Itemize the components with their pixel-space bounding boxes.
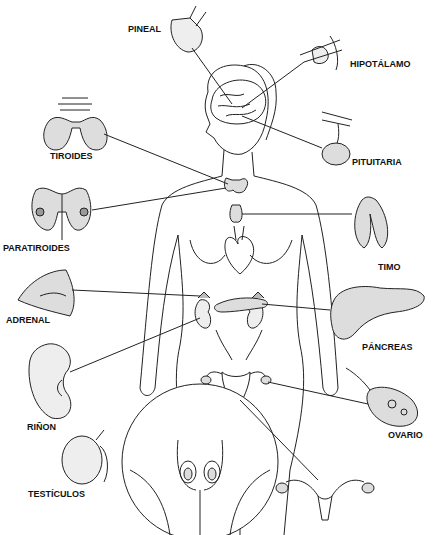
- organ-label: RIÑON: [27, 423, 56, 433]
- organ-label: OVARIO: [388, 431, 423, 441]
- organ-label: PÁNCREAS: [362, 343, 413, 353]
- organ-label: TIMO: [378, 263, 401, 273]
- organ-label: PARATIROIDES: [3, 244, 70, 254]
- organ-label: HIPOTÁLAMO: [350, 60, 411, 70]
- organ-label: TESTÍCULOS: [28, 490, 85, 500]
- organ-label: ADRENAL: [6, 316, 50, 326]
- organ-label: PINEAL: [128, 25, 161, 35]
- organ-label: TIROIDES: [50, 152, 93, 162]
- organ-label: PITUITARIA: [352, 158, 402, 168]
